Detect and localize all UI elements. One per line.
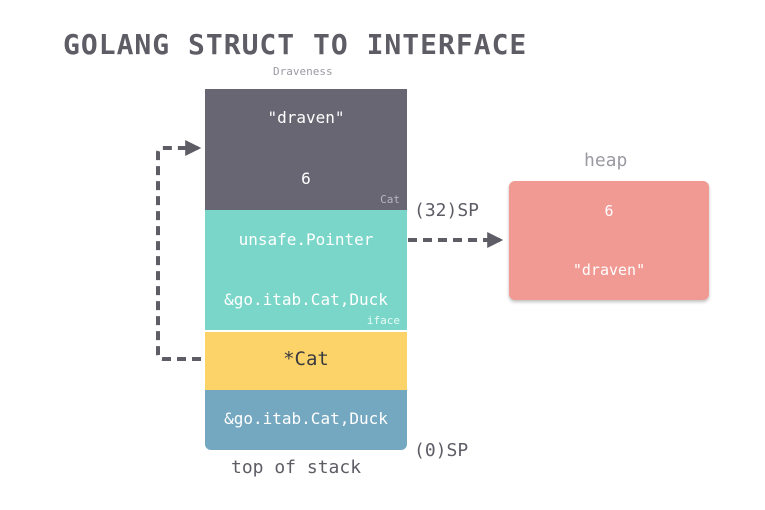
iface-itab-pointer: &go.itab.Cat,Duck	[224, 290, 388, 309]
iface-data-pointer: unsafe.Pointer	[238, 230, 374, 249]
stack-caption: top of stack	[231, 457, 362, 478]
cat-type-tag: Cat	[380, 193, 400, 206]
heap-name-value: "draven"	[572, 261, 646, 279]
heap-title: heap	[584, 150, 628, 171]
cat-pointer-label: *Cat	[283, 348, 329, 370]
cat-name-value: "draven"	[267, 108, 345, 127]
author-label: Draveness	[273, 65, 333, 78]
heap-age-value: 6	[604, 202, 614, 220]
itab-block: &go.itab.Cat,Duck	[205, 390, 407, 450]
iface-block: unsafe.Pointer &go.itab.Cat,Duck iface	[205, 210, 407, 330]
cat-struct-block: "draven" 6 Cat	[205, 89, 407, 210]
sp32-offset-label: (32)SP	[414, 200, 480, 221]
pointer-to-cat-arrow	[156, 140, 202, 361]
heap-block: 6 "draven"	[509, 181, 709, 300]
cat-pointer-block: *Cat	[205, 330, 407, 390]
cat-age-value: 6	[301, 169, 311, 188]
diagram-title: GOLANG STRUCT TO INTERFACE	[63, 28, 528, 61]
iface-type-tag: iface	[366, 314, 400, 327]
itab-label: &go.itab.Cat,Duck	[224, 409, 388, 428]
sp0-offset-label: (0)SP	[414, 440, 469, 461]
